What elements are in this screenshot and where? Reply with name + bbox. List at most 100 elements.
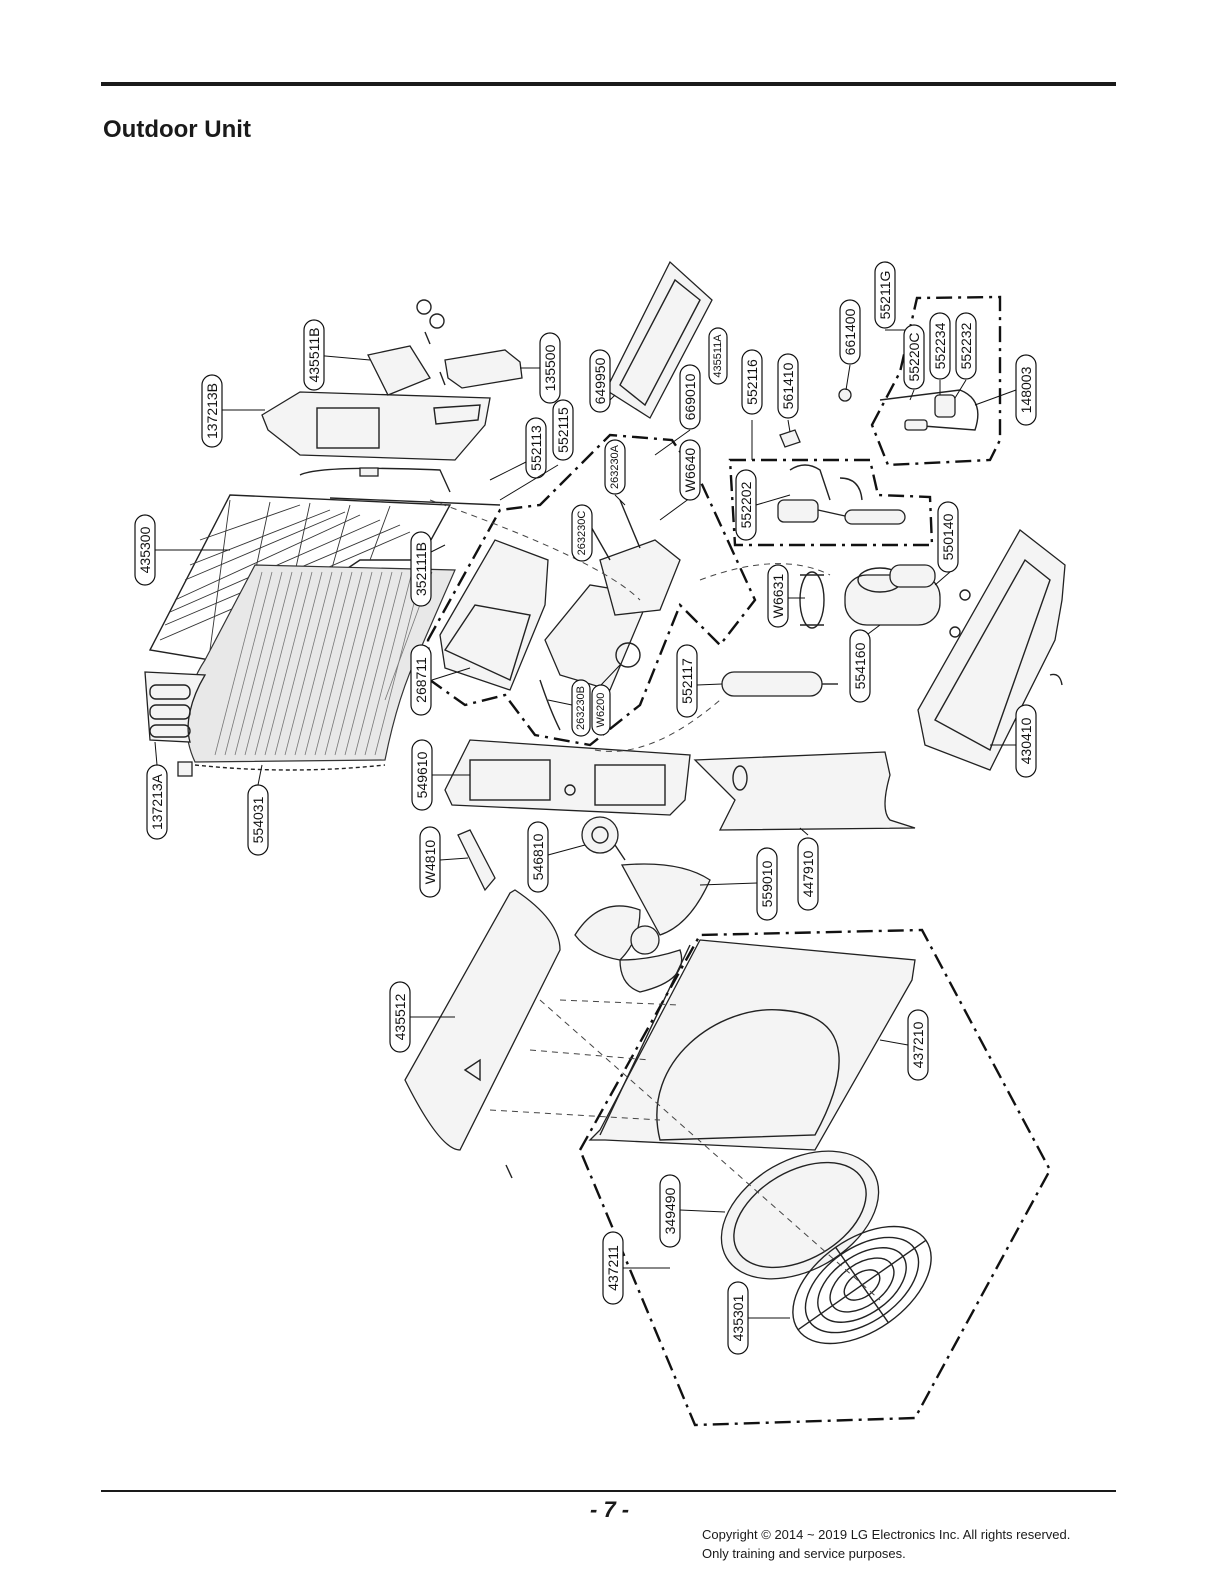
discharge-pipe-drawing <box>299 467 501 506</box>
part-label: 447910 <box>800 850 816 897</box>
callout-437210: 437210 <box>879 1009 929 1081</box>
callout-435301: 435301 <box>727 1281 790 1355</box>
callout-552232: 552232 <box>954 312 977 399</box>
part-label: 550140 <box>940 513 956 560</box>
callout-447910: 447910 <box>797 827 819 911</box>
part-label: 435511A <box>712 334 724 378</box>
bracket-drawing <box>444 349 523 389</box>
base-pan-drawing <box>917 529 1066 771</box>
callout-137213B: 137213B <box>201 374 265 448</box>
callout-552115: 552115 <box>499 399 574 501</box>
part-label: 552117 <box>679 658 695 704</box>
callout-349490: 349490 <box>659 1174 726 1248</box>
part-label: 268711 <box>413 657 429 703</box>
page-title: Outdoor Unit <box>103 116 251 143</box>
part-label: 552234 <box>932 322 948 369</box>
callout-W6200: W6200 <box>591 664 621 736</box>
part-label: 649950 <box>592 357 608 404</box>
compressor-drawing <box>844 564 971 638</box>
callout-552116: 552116 <box>741 349 763 460</box>
part-label: 430410 <box>1018 717 1034 764</box>
callout-263230A: 263230A <box>604 439 626 506</box>
top-cover-drawing <box>261 391 491 461</box>
part-label: 263230C <box>576 511 588 556</box>
part-label: 669010 <box>682 373 698 420</box>
pcb-assembly-drawing <box>539 499 681 731</box>
part-label: 263230B <box>575 686 587 730</box>
motor-mount-drawing <box>444 739 691 816</box>
part-label: 148003 <box>1018 366 1034 413</box>
terminal-cover-drawing <box>799 571 825 629</box>
part-label: W6640 <box>682 448 698 493</box>
callout-554031: 554031 <box>247 764 269 856</box>
partition-drawing <box>693 751 916 831</box>
callout-437211: 437211 <box>602 1231 670 1305</box>
callout-55220C: 55220C <box>903 324 925 401</box>
bottom-rule <box>101 1490 1116 1492</box>
part-label: 552113 <box>528 425 544 471</box>
part-label: W6631 <box>770 574 786 619</box>
callout-263230C: 263230C <box>571 504 593 562</box>
part-label: W6200 <box>595 693 607 728</box>
part-label: 546810 <box>530 833 546 880</box>
copyright-line: Copyright © 2014 ~ 2019 LG Electronics I… <box>702 1527 1071 1542</box>
part-label: 561410 <box>780 362 796 409</box>
assembly-boundaries <box>426 295 1052 1427</box>
side-panel-drawing <box>144 671 207 777</box>
page-number: - 7 - <box>590 1497 630 1522</box>
callout-352111B: 352111B <box>410 531 446 607</box>
part-label: 435511B <box>306 327 322 382</box>
front-side-panel-drawing <box>404 889 561 1179</box>
callout-430410: 430410 <box>990 704 1037 778</box>
propeller-fan-drawing <box>574 863 711 993</box>
part-label: 437210 <box>910 1021 926 1068</box>
sensors-drawing <box>779 388 852 448</box>
part-label: W4810 <box>422 840 438 885</box>
callout-55211G: 55211G <box>874 261 905 331</box>
callout-137213A: 137213A <box>146 741 168 840</box>
part-label: 137213A <box>149 773 165 830</box>
callout-435511B: 435511B <box>303 319 371 391</box>
callout-263230B: 263230B <box>547 679 591 737</box>
callout-W4810: W4810 <box>419 826 469 898</box>
callout-W6640: W6640 <box>659 439 701 521</box>
callout-559010: 559010 <box>699 847 778 921</box>
usage-note: Only training and service purposes. <box>702 1546 906 1561</box>
callout-561410: 561410 <box>777 353 799 433</box>
part-label: 552232 <box>958 322 974 369</box>
control-cover-drawing <box>605 260 713 419</box>
callout-549610: 549610 <box>411 739 470 811</box>
part-label: 55211G <box>877 271 893 320</box>
part-label: 435300 <box>137 526 153 573</box>
callout-546810: 546810 <box>527 821 586 893</box>
part-label: 661400 <box>842 308 858 355</box>
part-label: 435512 <box>392 993 408 1040</box>
orifice-drawing <box>720 1150 880 1280</box>
four-way-valve-drawing <box>777 464 906 525</box>
callout-669010: 669010 <box>654 364 701 456</box>
cover-plate-drawing <box>367 299 446 396</box>
part-label: 559010 <box>759 860 775 907</box>
part-label: 263230A <box>609 444 621 489</box>
condenser-coil-drawing <box>185 564 456 771</box>
accumulator-drawing <box>721 671 838 697</box>
callout-552234: 552234 <box>929 312 951 395</box>
front-panel-drawing <box>588 939 916 1151</box>
part-label: 352111B <box>413 542 429 596</box>
part-label: 55220C <box>906 332 922 381</box>
part-label: 137213B <box>204 383 220 439</box>
expansion-valve-drawing <box>879 389 979 431</box>
control-box-drawing <box>439 539 549 691</box>
callout-649950: 649950 <box>589 349 616 413</box>
callout-135500: 135500 <box>520 332 561 404</box>
callout-554160: 554160 <box>849 624 881 703</box>
callout-661400: 661400 <box>839 299 861 391</box>
callout-552113: 552113 <box>489 417 547 481</box>
copyright-notice: Copyright © 2014 ~ 2019 LG Electronics I… <box>702 1525 1070 1563</box>
part-label: 349490 <box>662 1187 678 1234</box>
part-label: 554031 <box>250 796 266 843</box>
callout-550140: 550140 <box>934 501 959 586</box>
fan-motor-drawing <box>581 816 626 861</box>
callout-552202: 552202 <box>735 469 791 541</box>
